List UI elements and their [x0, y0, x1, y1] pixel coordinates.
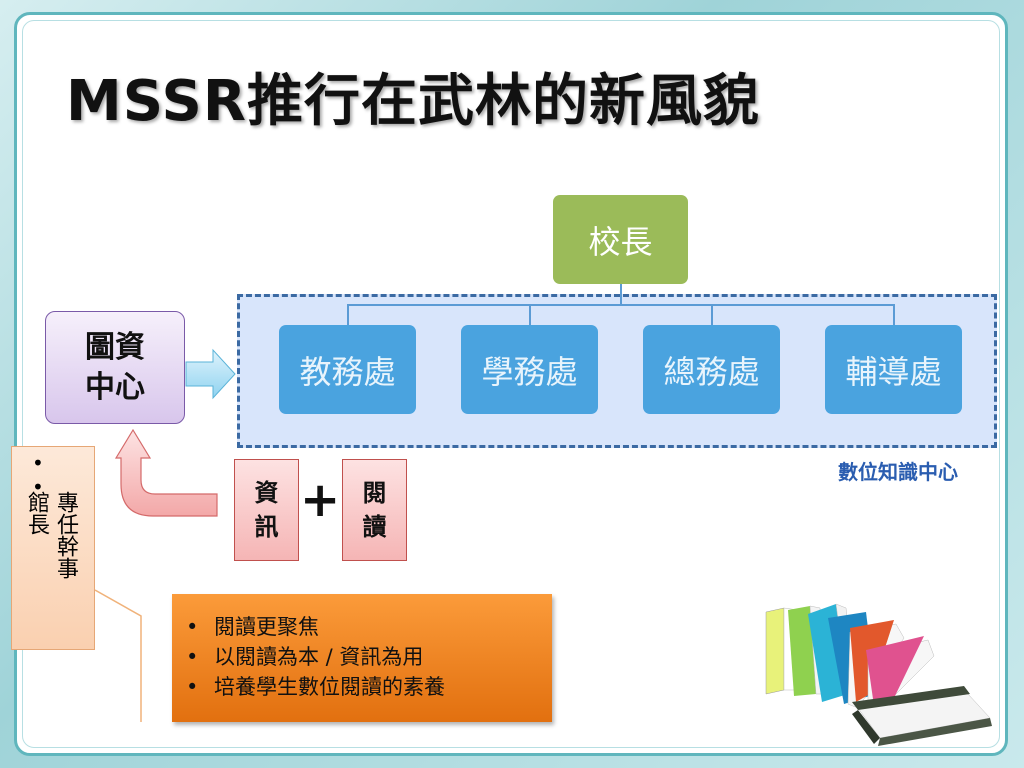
staff-role-full-time-clerk: 專任幹事 [53, 491, 78, 579]
principal-node: 校長 [553, 195, 688, 284]
dept-general-affairs: 總務處 [643, 325, 780, 414]
goal-item: 以閱讀為本 / 資訊為用 [186, 642, 552, 672]
library-center-node: 圖資 中心 [45, 311, 185, 424]
information-box: 資 訊 [234, 459, 299, 561]
callout-connector [95, 589, 142, 722]
reading-char-1: 閱 [362, 479, 387, 507]
connector-dept-4 [893, 304, 895, 325]
books-stack-icon [765, 603, 992, 746]
plus-sign: + [300, 472, 341, 528]
arrow-right-icon [185, 348, 236, 400]
dept-counseling: 輔導處 [825, 325, 962, 414]
connector-dept-1 [347, 304, 349, 325]
staff-role-librarian: 館長 [24, 491, 49, 535]
library-center-line2: 中心 [85, 369, 145, 405]
connector-horizontal [347, 304, 895, 306]
dept-academic-affairs: 教務處 [279, 325, 416, 414]
information-char-1: 資 [254, 479, 279, 507]
goal-item: 閱讀更聚焦 [186, 612, 552, 642]
connector-principal-down [620, 284, 622, 305]
connector-dept-2 [529, 304, 531, 325]
goals-list: 閱讀更聚焦 以閱讀為本 / 資訊為用 培養學生數位閱讀的素養 [186, 612, 552, 702]
staff-bullets: • • [32, 451, 62, 499]
information-char-2: 訊 [254, 513, 279, 541]
goal-item: 培養學生數位閱讀的素養 [186, 672, 552, 702]
goals-box: 閱讀更聚焦 以閱讀為本 / 資訊為用 培養學生數位閱讀的素養 [172, 594, 552, 722]
reading-char-2: 讀 [362, 513, 387, 541]
slide-frame-inner-line [22, 20, 1000, 748]
connector-dept-3 [711, 304, 713, 325]
library-center-line1: 圖資 [85, 329, 145, 365]
curved-up-arrow-icon [115, 428, 218, 517]
slide-title: MSSR推行在武林的新風貌 [66, 69, 760, 134]
digital-knowledge-center-label: 數位知識中心 [838, 460, 958, 484]
staff-box: • • 專任幹事 館長 [11, 446, 95, 650]
dept-student-affairs: 學務處 [461, 325, 598, 414]
reading-box: 閱 讀 [342, 459, 407, 561]
